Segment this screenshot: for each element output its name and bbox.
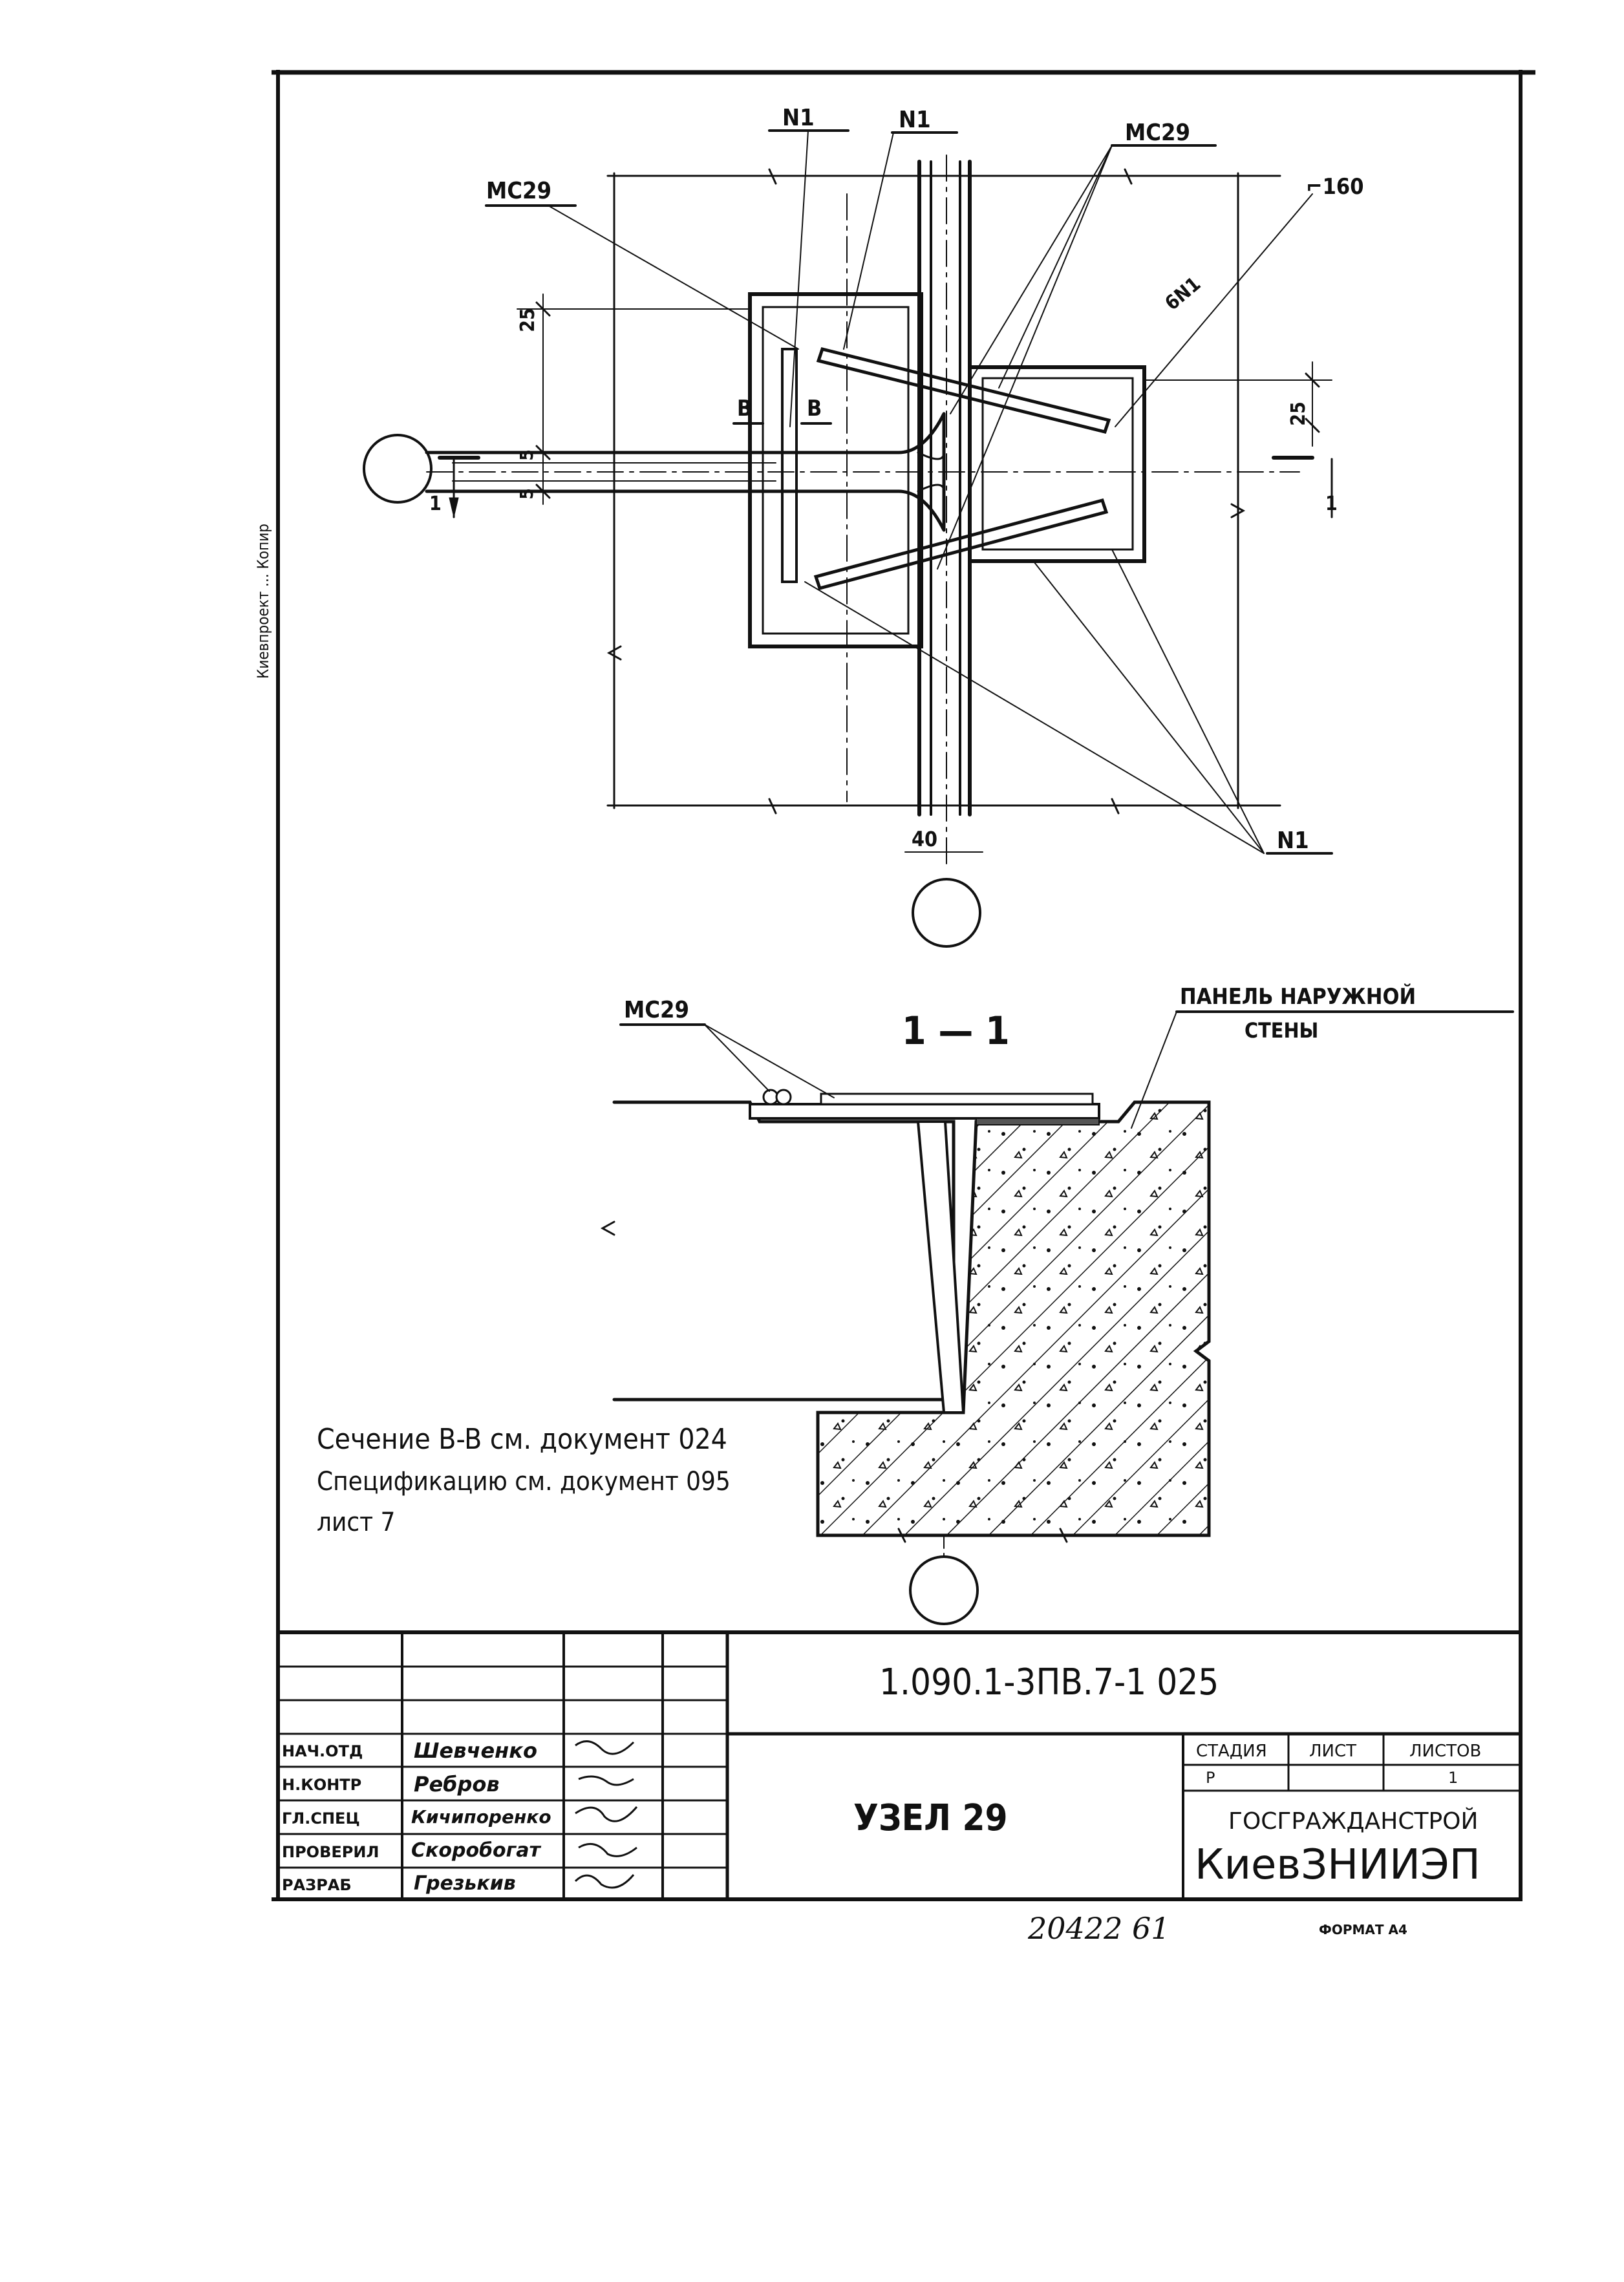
- sheet-frame: [272, 70, 1535, 1901]
- name-4: Грезькив: [414, 1872, 516, 1895]
- section-mark-b2: B: [807, 396, 822, 421]
- sheet-header: ЛИСТ: [1309, 1742, 1357, 1761]
- label-n1-top-a: N1: [782, 105, 815, 131]
- label-mc29-top-right: MC29: [1125, 120, 1191, 146]
- label-n1-top-b: N1: [899, 107, 931, 133]
- label-n1-bottom: N1: [1277, 827, 1309, 854]
- dim-25-left: 25: [516, 308, 539, 332]
- label-mc29-top-left: MC29: [486, 178, 552, 204]
- label-angle-160: ⌐160: [1306, 174, 1364, 200]
- name-3: Скоробогат: [411, 1839, 540, 1862]
- archive-number: 20422 61: [1028, 1911, 1170, 1946]
- role-2: ГЛ.СПЕЦ: [282, 1809, 360, 1828]
- name-0: Шевченко: [414, 1738, 537, 1763]
- role-1: Н.КОНТР: [282, 1776, 362, 1794]
- note-sheet: лист 7: [317, 1508, 396, 1537]
- label-mc29-section: MC29: [624, 997, 690, 1023]
- format-label: ФОРМАТ А4: [1319, 1922, 1407, 1937]
- name-1: Ребров: [414, 1772, 500, 1797]
- plan-view: [425, 129, 1333, 867]
- axis-bubble-left: [363, 434, 433, 504]
- sheets-header: ЛИСТОВ: [1409, 1742, 1482, 1761]
- name-2: Кичипоренко: [411, 1806, 551, 1828]
- panel-label-line1: ПАНЕЛЬ НАРУЖНОЙ: [1180, 984, 1416, 1010]
- dim-25-right: 25: [1287, 401, 1310, 426]
- dim-5-b: 5: [515, 488, 537, 500]
- side-stamp: Киевпроект ... Копир: [254, 524, 272, 679]
- role-0: НАЧ.ОТД: [282, 1742, 363, 1760]
- section-mark-b1: B: [737, 396, 753, 421]
- node-title: УЗЕЛ 29: [853, 1797, 1008, 1839]
- dim-5-a: 5: [515, 449, 537, 461]
- cut-mark-right: 1: [1325, 493, 1338, 515]
- section-view: [600, 1010, 1514, 1559]
- role-3: ПРОВЕРИЛ: [282, 1843, 379, 1861]
- dim-40: 40: [912, 827, 938, 851]
- axis-bubble-section: [909, 1555, 979, 1625]
- section-title: 1 — 1: [902, 1008, 1010, 1054]
- stage-value: Р: [1206, 1769, 1215, 1787]
- cut-mark-left: 1: [429, 493, 442, 515]
- axis-bubble-bottom: [912, 878, 981, 948]
- doc-code: 1.090.1-3ПВ.7-1 025: [879, 1661, 1219, 1703]
- org-line2: КиевЗНИИЭП: [1195, 1841, 1480, 1889]
- stage-header: СТАДИЯ: [1196, 1742, 1267, 1761]
- title-block-grid: [278, 1630, 1521, 1901]
- sheets-value: 1: [1448, 1769, 1458, 1787]
- note-spec: Спецификацию см. документ 095: [317, 1467, 731, 1497]
- panel-label-line2: СТЕНЫ: [1245, 1018, 1319, 1043]
- org-line1: ГОСГРАЖДАНСТРОЙ: [1228, 1808, 1479, 1835]
- note-section: Сечение B-B см. документ 024: [317, 1423, 727, 1456]
- role-4: РАЗРАБ: [282, 1876, 352, 1894]
